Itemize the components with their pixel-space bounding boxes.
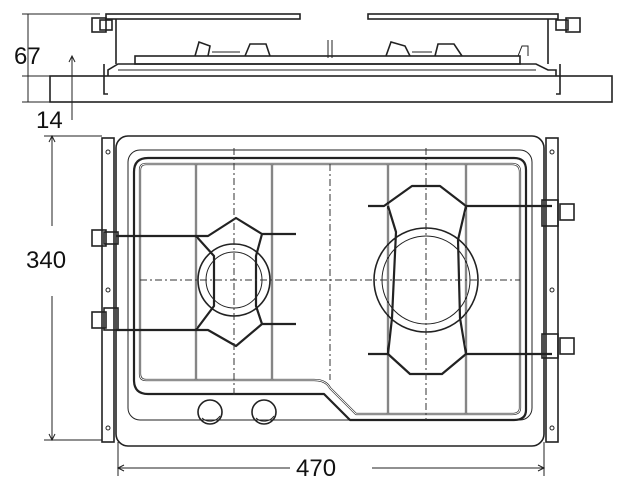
- top-view: [91, 135, 575, 447]
- hinge-knob-right-top: [541, 199, 575, 227]
- hob-outer-body: [115, 135, 545, 447]
- side-view: [49, 13, 613, 103]
- knob-right-side: [555, 17, 581, 33]
- hob-inner-tray: [127, 149, 533, 421]
- dim-label-67: 67: [14, 43, 41, 70]
- dim-label-470: 470: [296, 455, 336, 482]
- countertop-section: [49, 75, 613, 103]
- right-side-rail: [545, 137, 559, 443]
- hinge-knob-left-bottom: [91, 307, 119, 331]
- pan-support-grate: [116, 156, 552, 422]
- hinge-knob-right-bottom: [541, 333, 575, 359]
- dimension-67: 67: [14, 13, 100, 103]
- dimension-14: 14: [36, 102, 73, 134]
- dim-label-14: 14: [36, 107, 63, 134]
- control-knob-1: [197, 399, 223, 425]
- dimension-470: 470: [116, 442, 546, 482]
- dim-label-340: 340: [26, 247, 66, 274]
- hob-body-profile: [107, 63, 557, 76]
- knob-left-side: [91, 17, 113, 33]
- hinge-knob-left-top: [91, 229, 119, 247]
- left-side-rail: [101, 137, 115, 443]
- lid-right-side: [367, 13, 559, 20]
- dimension-340: 340: [26, 134, 102, 442]
- control-knob-2: [251, 399, 277, 425]
- lid-left-side: [105, 13, 301, 20]
